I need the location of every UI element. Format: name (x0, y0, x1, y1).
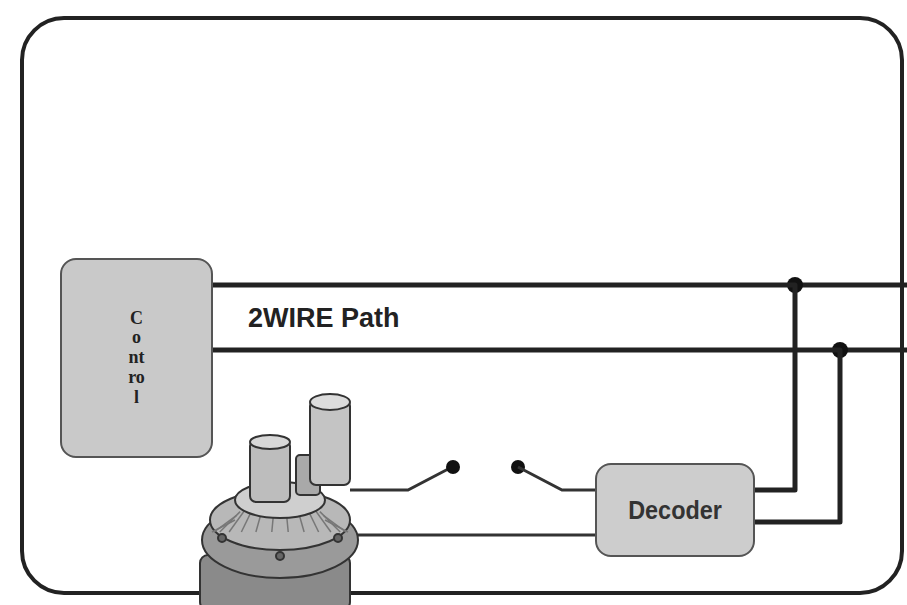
control-box: Control (60, 258, 213, 458)
wire (795, 283, 907, 288)
frame (22, 18, 902, 593)
decoder-box: Decoder (595, 463, 755, 557)
valve-lead (350, 467, 452, 490)
valve-lead (345, 534, 597, 537)
node-label: Decoder (628, 495, 722, 526)
wire (213, 285, 795, 490)
wire (840, 348, 907, 353)
valve-illustration (200, 394, 358, 605)
node-label: Control (128, 309, 146, 408)
decoder-lead (518, 467, 597, 490)
path-label: 2WIRE Path (248, 303, 400, 334)
switch-contact (446, 460, 460, 474)
